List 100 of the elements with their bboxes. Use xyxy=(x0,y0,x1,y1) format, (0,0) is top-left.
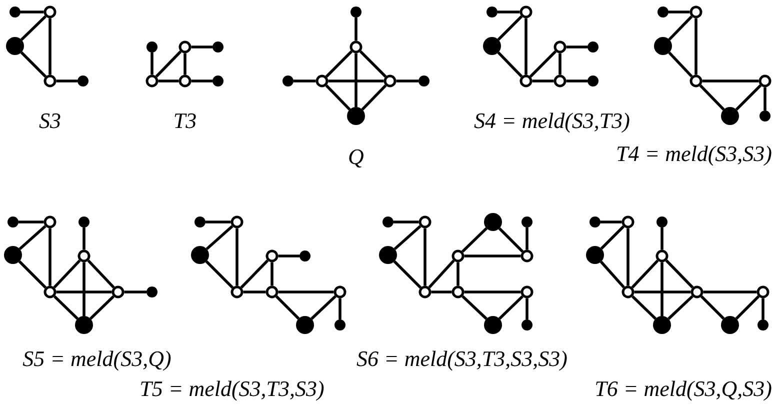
small-filled-vertex xyxy=(212,76,224,86)
graph-edge xyxy=(634,290,691,294)
small-filled-vertex xyxy=(146,286,158,298)
graph-edge xyxy=(668,52,693,78)
open-vertex xyxy=(178,74,192,88)
graph-edge xyxy=(462,295,488,320)
open-vertex xyxy=(690,6,702,18)
open-vertex xyxy=(44,216,56,228)
large-filled-vertex xyxy=(721,316,739,334)
open-vertex xyxy=(418,286,432,298)
graph-edge xyxy=(20,15,46,41)
open-vertex xyxy=(554,40,566,54)
graph-edge xyxy=(526,228,528,250)
graph-edge xyxy=(206,225,234,250)
graph-caption: T3 xyxy=(173,110,197,132)
graph-edge xyxy=(428,260,455,288)
graph-edge xyxy=(325,84,351,111)
small-filled-vertex xyxy=(146,42,158,52)
open-vertex xyxy=(146,74,158,88)
small-filled-vertex xyxy=(382,216,394,228)
open-vertex xyxy=(78,250,90,262)
graph-edge xyxy=(735,295,760,320)
large-filled-vertex xyxy=(654,37,672,55)
small-filled-vertex xyxy=(194,216,206,228)
graph-edge xyxy=(498,295,524,320)
graph-edge xyxy=(294,80,316,82)
open-vertex xyxy=(690,74,702,88)
large-filled-vertex xyxy=(586,246,604,264)
graph-edge xyxy=(56,80,78,82)
graph-edge xyxy=(275,295,300,320)
graph-edge xyxy=(56,290,112,294)
graph-edge xyxy=(396,80,418,82)
graph-caption: T6 = meld(S3,Q,S3) xyxy=(594,378,772,400)
graph-edge xyxy=(150,52,154,75)
graph-edge xyxy=(18,220,44,224)
open-vertex xyxy=(690,286,704,298)
open-vertex xyxy=(452,286,464,298)
small-filled-vertex xyxy=(758,320,768,330)
small-filled-vertex xyxy=(334,320,346,330)
graph-edge xyxy=(236,228,238,286)
open-vertex xyxy=(622,286,634,298)
graph-edge xyxy=(431,290,452,294)
graph-edge xyxy=(89,295,114,320)
graph-edge xyxy=(665,260,694,288)
graph-edge xyxy=(270,262,274,286)
graph-edge xyxy=(464,254,521,258)
graph-edge xyxy=(526,298,528,320)
small-filled-vertex xyxy=(486,6,498,18)
graph-edge xyxy=(600,260,625,288)
graph-edge xyxy=(361,84,387,111)
graph-edge xyxy=(354,53,358,107)
open-vertex xyxy=(178,40,192,54)
open-vertex xyxy=(758,74,772,88)
open-vertex xyxy=(418,216,432,228)
open-vertex xyxy=(266,250,278,262)
graph-edge xyxy=(699,84,725,111)
graph-edge xyxy=(497,51,523,78)
graph-caption: S5 = meld(S3,Q) xyxy=(22,348,172,370)
large-filled-vertex xyxy=(484,213,502,231)
open-vertex xyxy=(230,286,244,298)
open-vertex xyxy=(756,286,770,298)
open-vertex xyxy=(384,74,396,88)
graph-edge xyxy=(762,298,764,320)
graph-edge xyxy=(206,220,231,224)
graph-edge xyxy=(82,228,86,250)
graph-caption: T5 = meld(S3,T3,S3) xyxy=(140,378,324,400)
graph-edge xyxy=(498,10,520,14)
graph-edge xyxy=(735,84,762,111)
large-filled-vertex xyxy=(721,107,739,125)
graph-edge xyxy=(53,260,81,288)
graph-edge xyxy=(48,18,52,75)
graph-edge xyxy=(87,260,115,288)
graph-edge xyxy=(48,228,52,286)
open-vertex xyxy=(520,250,534,262)
graph-edge xyxy=(529,50,557,78)
small-filled-vertex xyxy=(522,216,532,228)
small-filled-vertex xyxy=(300,250,310,262)
large-filled-vertex xyxy=(483,37,501,55)
graph-edge xyxy=(566,80,588,82)
open-vertex xyxy=(520,286,534,298)
graph-edge xyxy=(325,50,353,78)
open-vertex xyxy=(622,216,634,228)
open-vertex xyxy=(112,286,124,298)
small-filled-vertex xyxy=(418,76,430,86)
large-filled-vertex xyxy=(379,246,397,264)
graph-edge xyxy=(310,295,336,320)
graph-edge xyxy=(464,290,521,294)
graph-edge xyxy=(462,227,488,253)
small-filled-vertex xyxy=(760,110,770,122)
graph-edge xyxy=(338,298,342,320)
small-filled-vertex xyxy=(588,42,598,52)
graph-edge xyxy=(631,260,659,288)
open-vertex xyxy=(350,40,362,54)
small-filled-vertex xyxy=(78,76,88,86)
graph-edge xyxy=(764,87,766,110)
small-filled-vertex xyxy=(588,76,598,86)
small-filled-vertex xyxy=(658,6,668,18)
open-vertex xyxy=(44,6,56,18)
small-filled-vertex xyxy=(212,42,224,52)
small-filled-vertex xyxy=(350,6,362,18)
